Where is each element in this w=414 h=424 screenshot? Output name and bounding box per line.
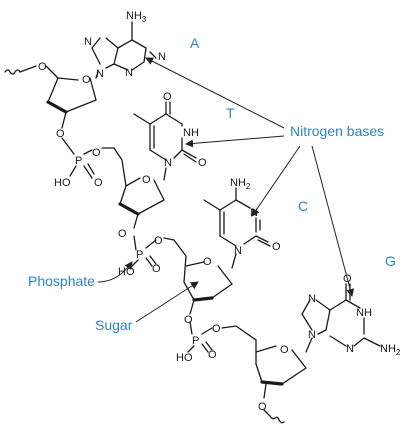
label-phosphate: Phosphate	[28, 273, 95, 289]
base-nitrogen-a1: N	[96, 68, 104, 80]
base-nitrogen-g3: N	[346, 343, 354, 355]
ring-oxygen-t: O	[142, 174, 151, 186]
base-nitrogen-g1: N	[308, 329, 316, 341]
carbonyl-oxygen-c: O	[272, 241, 281, 253]
base-nitrogen-c1: N	[234, 245, 242, 257]
label-adenine: A	[190, 35, 200, 51]
base-nitrogen-a2: N	[84, 36, 92, 48]
pointer-to-phosphate	[97, 261, 133, 283]
oxygen-p3-c: O	[208, 349, 217, 361]
pointer-lines	[97, 57, 355, 323]
ring-oxygen-c: O	[203, 256, 212, 268]
label-thymine: T	[226, 105, 235, 121]
oxygen-p1-b: O	[92, 147, 101, 159]
ring-oxygen-a: O	[82, 74, 91, 86]
ring-oxygen-a-chain: O	[38, 61, 47, 73]
phosphate-group-3: O P O HO O	[176, 314, 257, 364]
oxygen-p2-a: O	[118, 228, 127, 240]
imine-t: NH	[183, 127, 199, 139]
adenine-nucleotide: O O N N N N NH3	[4, 10, 166, 129]
oxygen-p2-b: O	[154, 235, 163, 247]
hydroxyl-p3: HO	[176, 352, 193, 364]
amine-group-a: NH3	[126, 10, 147, 24]
ring-oxygen-g: O	[280, 344, 289, 356]
carbonyl-oxygen-t1: O	[163, 91, 172, 103]
chain-end-wave	[269, 415, 285, 424]
hydroxyl-p2: HO	[118, 266, 135, 278]
oxygen-p1-c: O	[94, 177, 103, 189]
thymine-nucleotide: O N NH O O	[118, 91, 207, 229]
oxygen-p3-b: O	[212, 323, 221, 335]
label-sugar: Sugar	[95, 317, 133, 333]
chain-start-wave	[4, 69, 21, 75]
amine-group-c: NH2	[230, 177, 251, 191]
phosphorus-1: P	[75, 155, 82, 167]
guanine-nucleotide: O N N NH N O O NH2	[255, 273, 401, 424]
base-nitrogen-a3: N	[158, 51, 166, 63]
imine-g: NH	[356, 307, 372, 319]
phosphate-group-1: O P O HO O	[54, 128, 123, 189]
pointer-to-sugar	[135, 281, 199, 323]
label-guanine: G	[385, 253, 396, 269]
hydroxyl-p1: HO	[54, 177, 71, 189]
phosphorus-3: P	[192, 335, 199, 347]
pointer-to-cytosine	[251, 145, 301, 217]
label-cytosine: C	[298, 198, 308, 214]
base-nitrogen-t1: N	[164, 157, 172, 169]
oxygen-p3-a: O	[184, 314, 193, 326]
base-nitrogen-g2: N	[308, 293, 316, 305]
amine-group-g: NH2	[380, 343, 401, 357]
cytosine-nucleotide: O N N O NH2	[183, 177, 281, 315]
oxygen-g-chain: O	[258, 401, 267, 413]
carbonyl-oxygen-t2: O	[198, 157, 207, 169]
pointer-to-guanine	[311, 145, 355, 297]
phosphate-group-2: O P O HO O	[118, 228, 187, 278]
phosphorus-2: P	[136, 249, 143, 261]
base-nitrogen-a4: N	[125, 67, 133, 79]
oxygen-p2-c: O	[152, 263, 161, 275]
pointer-to-adenine	[145, 57, 285, 129]
pointer-to-thymine	[185, 135, 285, 148]
oxygen-p1-a: O	[56, 128, 65, 140]
label-nitrogen-bases: Nitrogen bases	[290, 123, 384, 139]
